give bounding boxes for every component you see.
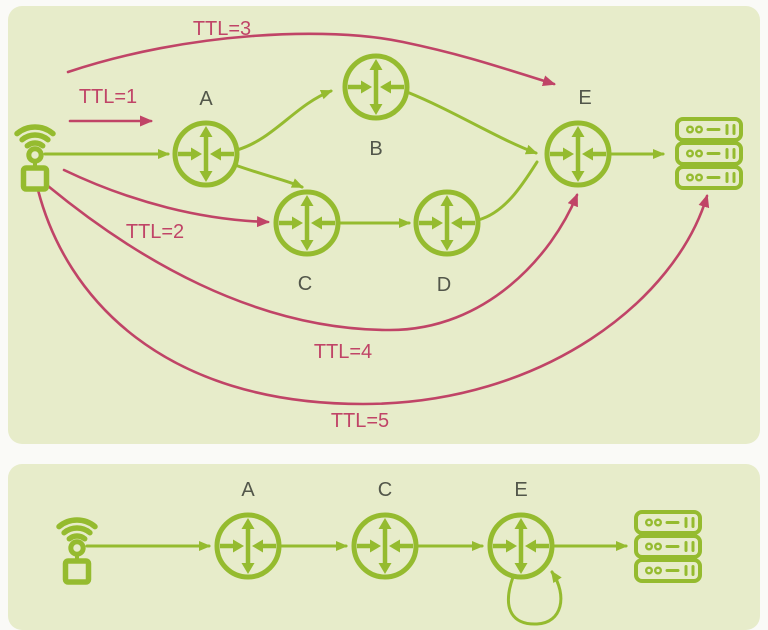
label-ttl-3: TTL=3: [193, 18, 251, 40]
label-node-a: A: [199, 88, 213, 110]
probe-ttl-4: [46, 184, 579, 332]
label-node-a: A: [241, 479, 255, 501]
edge-a-b: [235, 89, 333, 152]
label-node-c: C: [298, 273, 312, 295]
label-ttl-5: TTL=5: [331, 410, 389, 432]
label-node-c: C: [378, 479, 392, 501]
edge-e-self-loop: [507, 570, 563, 626]
router-node-d: [416, 192, 478, 254]
label-node-b: B: [369, 138, 382, 160]
edge-d-e: [476, 160, 539, 222]
router-node-e: [547, 123, 609, 185]
router-node-a: [175, 123, 237, 185]
router-node-c: [276, 192, 338, 254]
label-ttl-1: TTL=1: [79, 86, 137, 108]
wireless-client-icon: [17, 127, 53, 189]
probe-ttl-5: [36, 188, 710, 406]
server-stack-icon: [675, 117, 743, 190]
label-ttl-2: TTL=2: [126, 221, 184, 243]
edge-a-c: [233, 163, 304, 189]
path-diagram: A C E: [8, 479, 702, 626]
traceroute-probes-panel: TTL=3 TTL=1 A B E TTL=2 C D TTL=4 TTL=5: [8, 6, 760, 444]
router-node-c: [354, 515, 416, 577]
label-ttl-4: TTL=4: [314, 341, 372, 363]
discovered-path-panel: A C E: [8, 464, 760, 630]
probe-ttl-3: [66, 32, 556, 87]
probes-diagram: TTL=3 TTL=1 A B E TTL=2 C D TTL=4 TTL=5: [8, 18, 743, 432]
server-stack-icon: [634, 510, 702, 583]
label-node-e: E: [514, 479, 527, 501]
wireless-client-icon: [59, 520, 95, 582]
probe-ttl-2: [62, 168, 270, 228]
label-node-d: D: [437, 274, 451, 296]
edge-b-e: [405, 90, 538, 155]
router-node-e: [490, 515, 552, 577]
label-node-e: E: [578, 87, 591, 109]
router-node-b: [345, 56, 407, 118]
router-node-a: [217, 515, 279, 577]
